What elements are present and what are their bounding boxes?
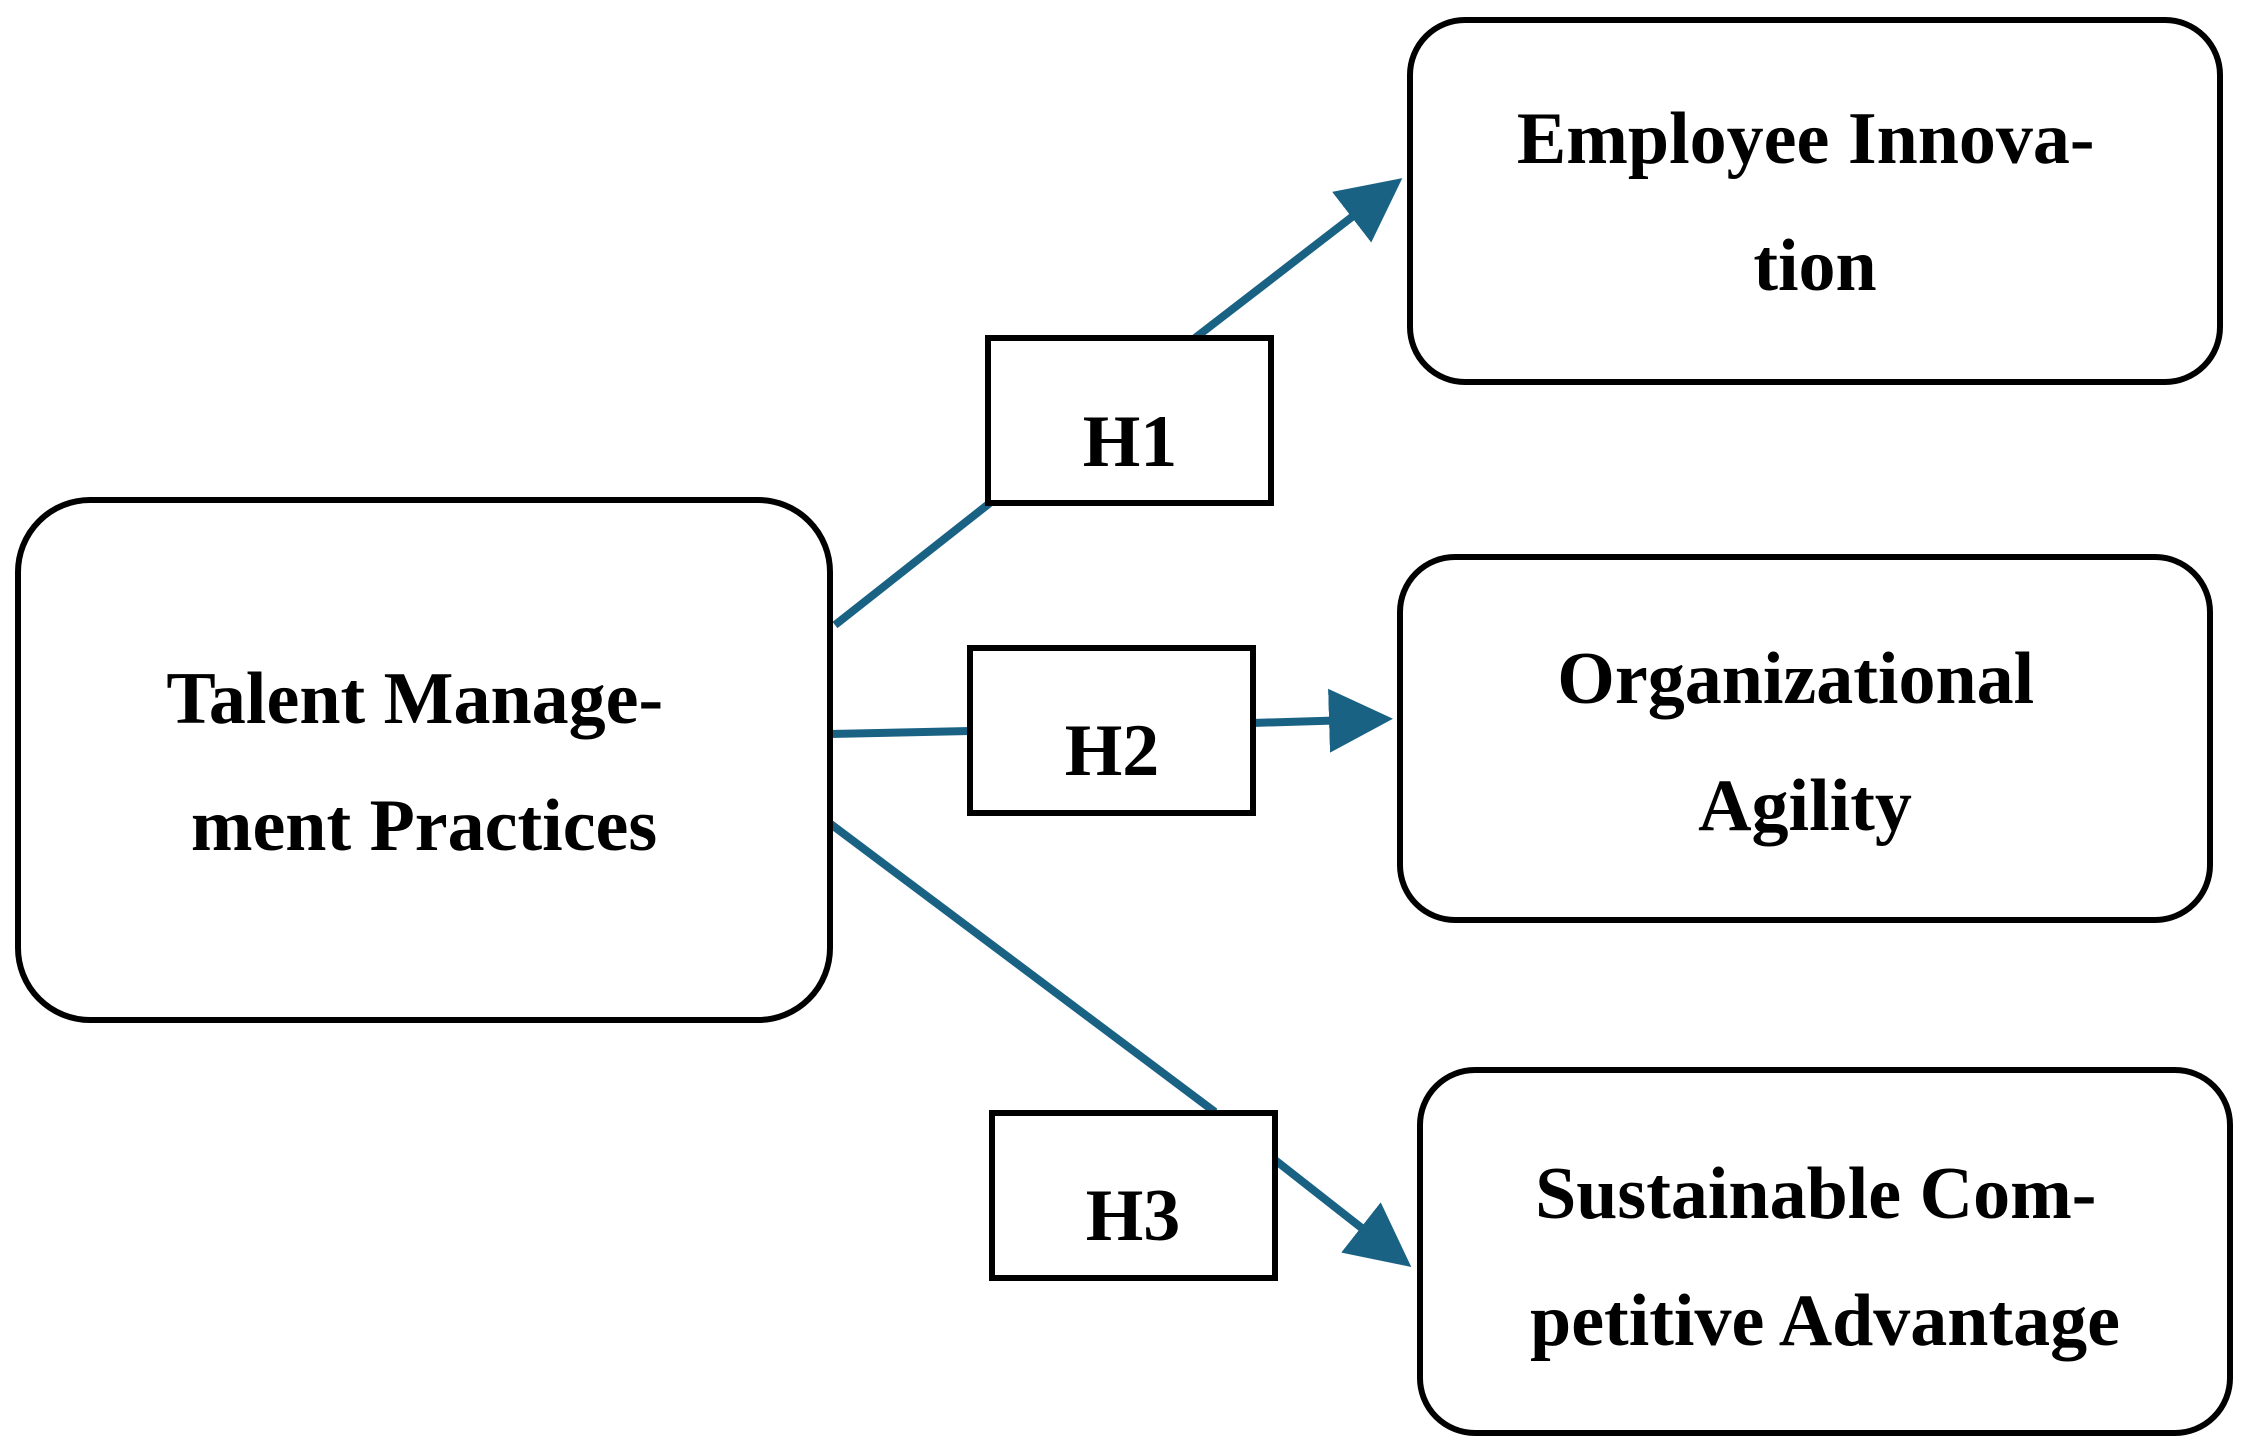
hypothesis-h1: H1: [985, 335, 1274, 506]
h3-arrow-segment-1: [825, 818, 1218, 1116]
node-label-line-2: petitive Advantage: [1530, 1280, 2120, 1362]
node-box: [1397, 554, 2213, 923]
h3-arrow: [1272, 1156, 1412, 1267]
node-label-line-2: Agility: [1698, 765, 1912, 847]
hypothesis-label: H2: [1065, 710, 1160, 792]
node-label: Employee Innova- tion: [1517, 98, 2113, 307]
node-box: [1407, 17, 2223, 385]
node-label: Talent Manage- ment Practices: [166, 658, 681, 867]
hypothesis-label: H1: [1083, 401, 1178, 483]
node-box: [1417, 1067, 2233, 1436]
connectors: [825, 178, 1412, 1267]
hypothesis-h2: H2: [967, 645, 1256, 816]
node-employee-innovation: Employee Innova- tion: [1407, 17, 2223, 385]
node-label-line-1: Talent Manage-: [166, 658, 663, 740]
h1-arrow: [1192, 178, 1403, 342]
node-label-line-1: Organizational: [1557, 638, 2034, 720]
h2-arrow-segment-1: [829, 727, 971, 738]
hypothesis-box: [985, 335, 1274, 506]
node-box: [15, 497, 833, 1023]
node-label-line-1: Sustainable Com-: [1535, 1153, 2096, 1235]
h1-arrow-segment-1: [832, 491, 1003, 629]
node-sustainable-competitive-advantage: Sustainable Com- petitive Advantage: [1417, 1067, 2233, 1436]
hypothesis-label: H3: [1086, 1175, 1181, 1257]
node-label-line-2: tion: [1753, 225, 1876, 307]
node-label: Sustainable Com- petitive Advantage: [1530, 1153, 2120, 1362]
hypothesis-h3: H3: [989, 1110, 1278, 1281]
hypothesis-box: [989, 1110, 1278, 1281]
hypothesis-box: [967, 645, 1256, 816]
node-label-line-2: ment Practices: [191, 785, 657, 867]
node-label: Organizational Agility: [1557, 638, 2052, 847]
node-label-line-1: Employee Innova-: [1517, 98, 2095, 180]
h2-arrow: [1251, 688, 1393, 753]
node-organizational-agility: Organizational Agility: [1397, 554, 2213, 923]
node-talent-management-practices: Talent Manage- ment Practices: [15, 497, 833, 1023]
